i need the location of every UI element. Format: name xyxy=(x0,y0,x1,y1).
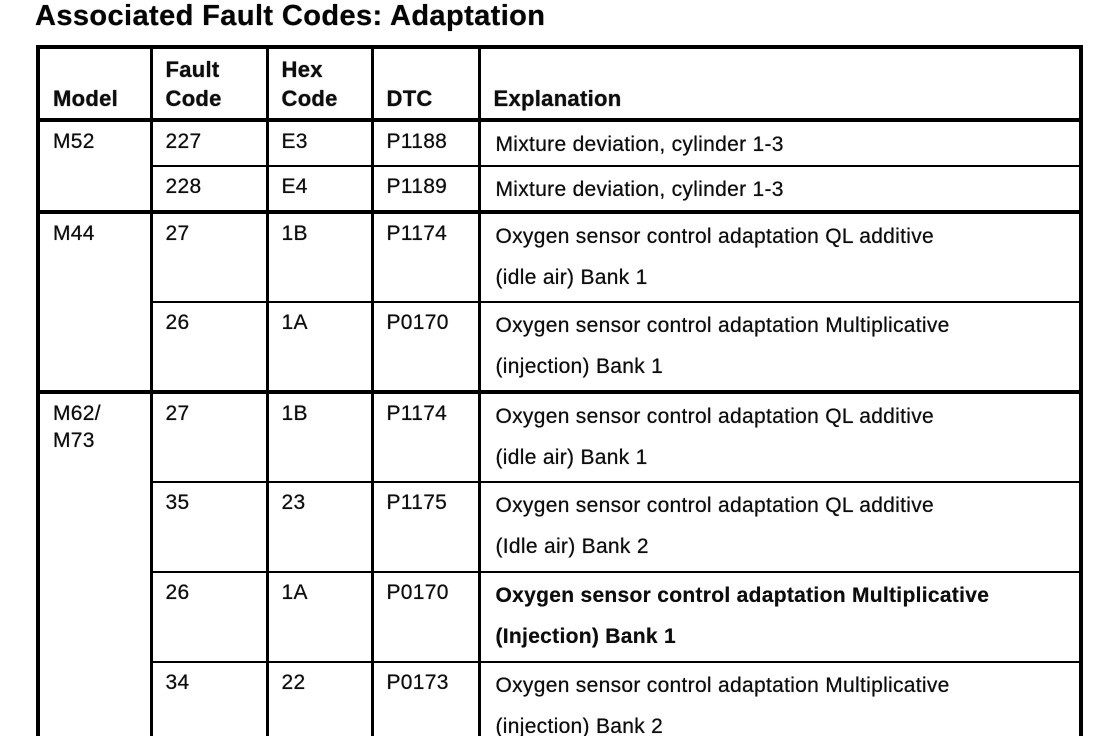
dtc-cell: P1174 xyxy=(370,390,479,482)
column-header-fault-code: Fault Code xyxy=(149,46,267,122)
fault-code-cell: 35 xyxy=(149,481,267,572)
page-title: Associated Fault Codes: Adaptation xyxy=(35,0,546,32)
dtc-cell: P0170 xyxy=(370,301,479,392)
explanation-cell: Mixture deviation, cylinder 1-3 xyxy=(477,165,1081,212)
dtc-cell: P0173 xyxy=(370,661,479,736)
fault-code-cell: 26 xyxy=(149,301,267,392)
dtc-cell: P1175 xyxy=(370,481,479,572)
dtc-cell: P1189 xyxy=(370,165,479,212)
explanation-cell: Mixture deviation, cylinder 1-3 xyxy=(477,119,1081,166)
explanation-cell: Oxygen sensor control adaptation Multipl… xyxy=(477,301,1081,392)
fault-code-cell: 27 xyxy=(149,210,267,302)
model-cell: M44 xyxy=(36,210,151,392)
fault-code-cell: 27 xyxy=(149,390,267,482)
explanation-cell: Oxygen sensor control adaptation QL addi… xyxy=(477,390,1081,482)
fault-code-cell: 228 xyxy=(149,165,267,212)
explanation-cell: Oxygen sensor control adaptation Multipl… xyxy=(477,661,1081,736)
model-cell: M62/ M73 xyxy=(36,390,151,736)
dtc-cell: P1188 xyxy=(370,119,479,166)
explanation-cell: Oxygen sensor control adaptation Multipl… xyxy=(477,571,1081,662)
hex-code-cell: E3 xyxy=(265,119,372,166)
hex-code-cell: E4 xyxy=(265,165,372,212)
hex-code-cell: 23 xyxy=(265,481,372,572)
fault-code-cell: 26 xyxy=(149,571,267,662)
dtc-cell: P0170 xyxy=(370,571,479,662)
column-header-hex-code: Hex Code xyxy=(265,46,372,122)
fault-code-cell: 34 xyxy=(149,661,267,736)
hex-code-cell: 22 xyxy=(265,661,372,736)
column-header-dtc: DTC xyxy=(370,46,479,122)
fault-code-cell: 227 xyxy=(149,119,267,166)
column-header-model: Model xyxy=(36,46,151,122)
hex-code-cell: 1A xyxy=(265,301,372,392)
hex-code-cell: 1B xyxy=(265,210,372,302)
explanation-cell: Oxygen sensor control adaptation QL addi… xyxy=(477,481,1081,572)
model-cell: M52 xyxy=(36,119,151,212)
dtc-cell: P1174 xyxy=(370,210,479,302)
column-header-explanation: Explanation xyxy=(477,46,1081,122)
hex-code-cell: 1A xyxy=(265,571,372,662)
explanation-cell: Oxygen sensor control adaptation QL addi… xyxy=(477,210,1081,302)
hex-code-cell: 1B xyxy=(265,390,372,482)
